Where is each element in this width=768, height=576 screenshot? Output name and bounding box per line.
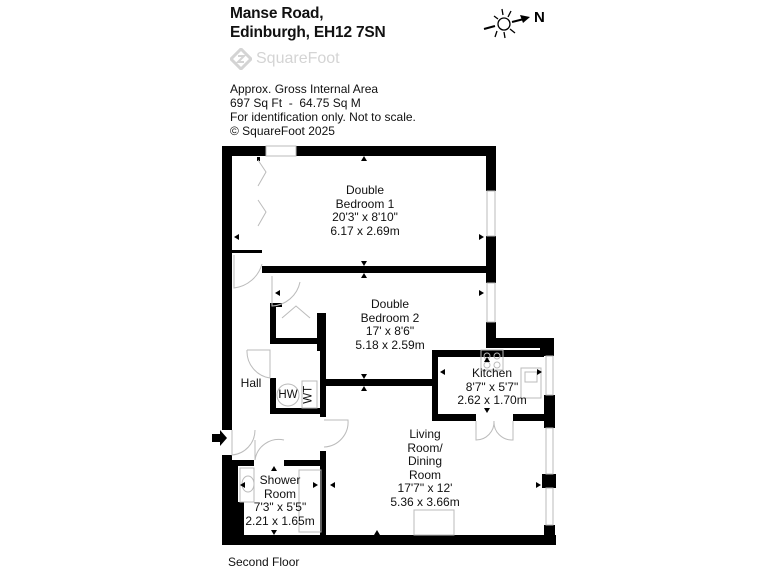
- room-name: Kitchen: [471, 366, 513, 380]
- room-name: Bedroom 2: [360, 310, 420, 325]
- room-name: Room/: [407, 440, 443, 455]
- room-name: Double: [370, 297, 410, 311]
- room-metric-size: 5.36 x 3.66m: [390, 494, 460, 509]
- squarefoot-logo-icon: [230, 48, 252, 70]
- floor-label: Second Floor: [228, 555, 300, 569]
- room-imperial-size: 17'7" x 12': [397, 481, 453, 495]
- dimension-markers: [234, 156, 542, 535]
- entrance-arrow-icon: [212, 430, 227, 446]
- room-name: Living: [409, 427, 441, 441]
- fixtures: [239, 349, 542, 536]
- water-tank-label: WT: [302, 385, 315, 404]
- logo-text: SquareFoot: [256, 50, 340, 67]
- room-name: Dining: [407, 454, 443, 468]
- copyright: © SquareFoot 2025: [230, 124, 335, 138]
- north-label: N: [534, 9, 545, 26]
- room-name: Bedroom 1: [335, 196, 395, 211]
- sun-north-arrow-icon: N: [483, 8, 545, 39]
- room-name: Shower: [259, 473, 301, 487]
- room-double-bedroom-2: Double Bedroom 2 17' x 8'6" 5.18 x 2.59m: [355, 297, 425, 352]
- area-info: Approx. Gross Internal Area 697 Sq Ft - …: [230, 82, 416, 138]
- hot-water-label: HW: [278, 389, 298, 401]
- room-metric-size: 2.21 x 1.65m: [245, 513, 315, 528]
- room-metric-size: 5.18 x 2.59m: [355, 337, 425, 352]
- room-name: Room: [263, 486, 296, 501]
- room-name: Room: [408, 467, 441, 482]
- doors: [231, 159, 514, 461]
- room-shower: Shower Room 7'3" x 5'5" 2.21 x 1.65m: [245, 473, 315, 528]
- room-hall: Hall: [240, 376, 262, 391]
- walls: [222, 146, 556, 545]
- squarefoot-logo: SquareFoot: [230, 48, 340, 70]
- address-line-2: Edinburgh, EH12 7SN: [230, 24, 386, 41]
- room-imperial-size: 17' x 8'6": [365, 324, 415, 338]
- room-name: Double: [345, 183, 385, 197]
- room-double-bedroom-1: Double Bedroom 1 20'3" x 8'10" 6.17 x 2.…: [330, 183, 400, 238]
- compass: N: [480, 4, 560, 49]
- property-address: Manse Road, Edinburgh, EH12 7SN: [230, 4, 386, 42]
- room-imperial-size: 8'7" x 5'7": [465, 379, 519, 394]
- room-metric-size: 6.17 x 2.69m: [330, 223, 400, 238]
- room-imperial-size: 20'3" x 8'10": [332, 210, 398, 224]
- room-imperial-size: 7'3" x 5'5": [253, 500, 307, 514]
- address-line-1: Manse Road,: [230, 5, 324, 22]
- windows: [265, 145, 554, 526]
- room-kitchen: Kitchen 8'7" x 5'7" 2.62 x 1.70m: [457, 366, 527, 408]
- room-metric-size: 2.62 x 1.70m: [457, 393, 527, 407]
- area-value: 697 Sq Ft - 64.75 Sq M: [230, 96, 361, 110]
- room-living-dining: Living Room/ Dining Room 17'7" x 12' 5.3…: [390, 427, 460, 509]
- room-name: Hall: [240, 376, 262, 390]
- disclaimer: For identification only. Not to scale.: [230, 110, 416, 124]
- area-title: Approx. Gross Internal Area: [230, 82, 379, 96]
